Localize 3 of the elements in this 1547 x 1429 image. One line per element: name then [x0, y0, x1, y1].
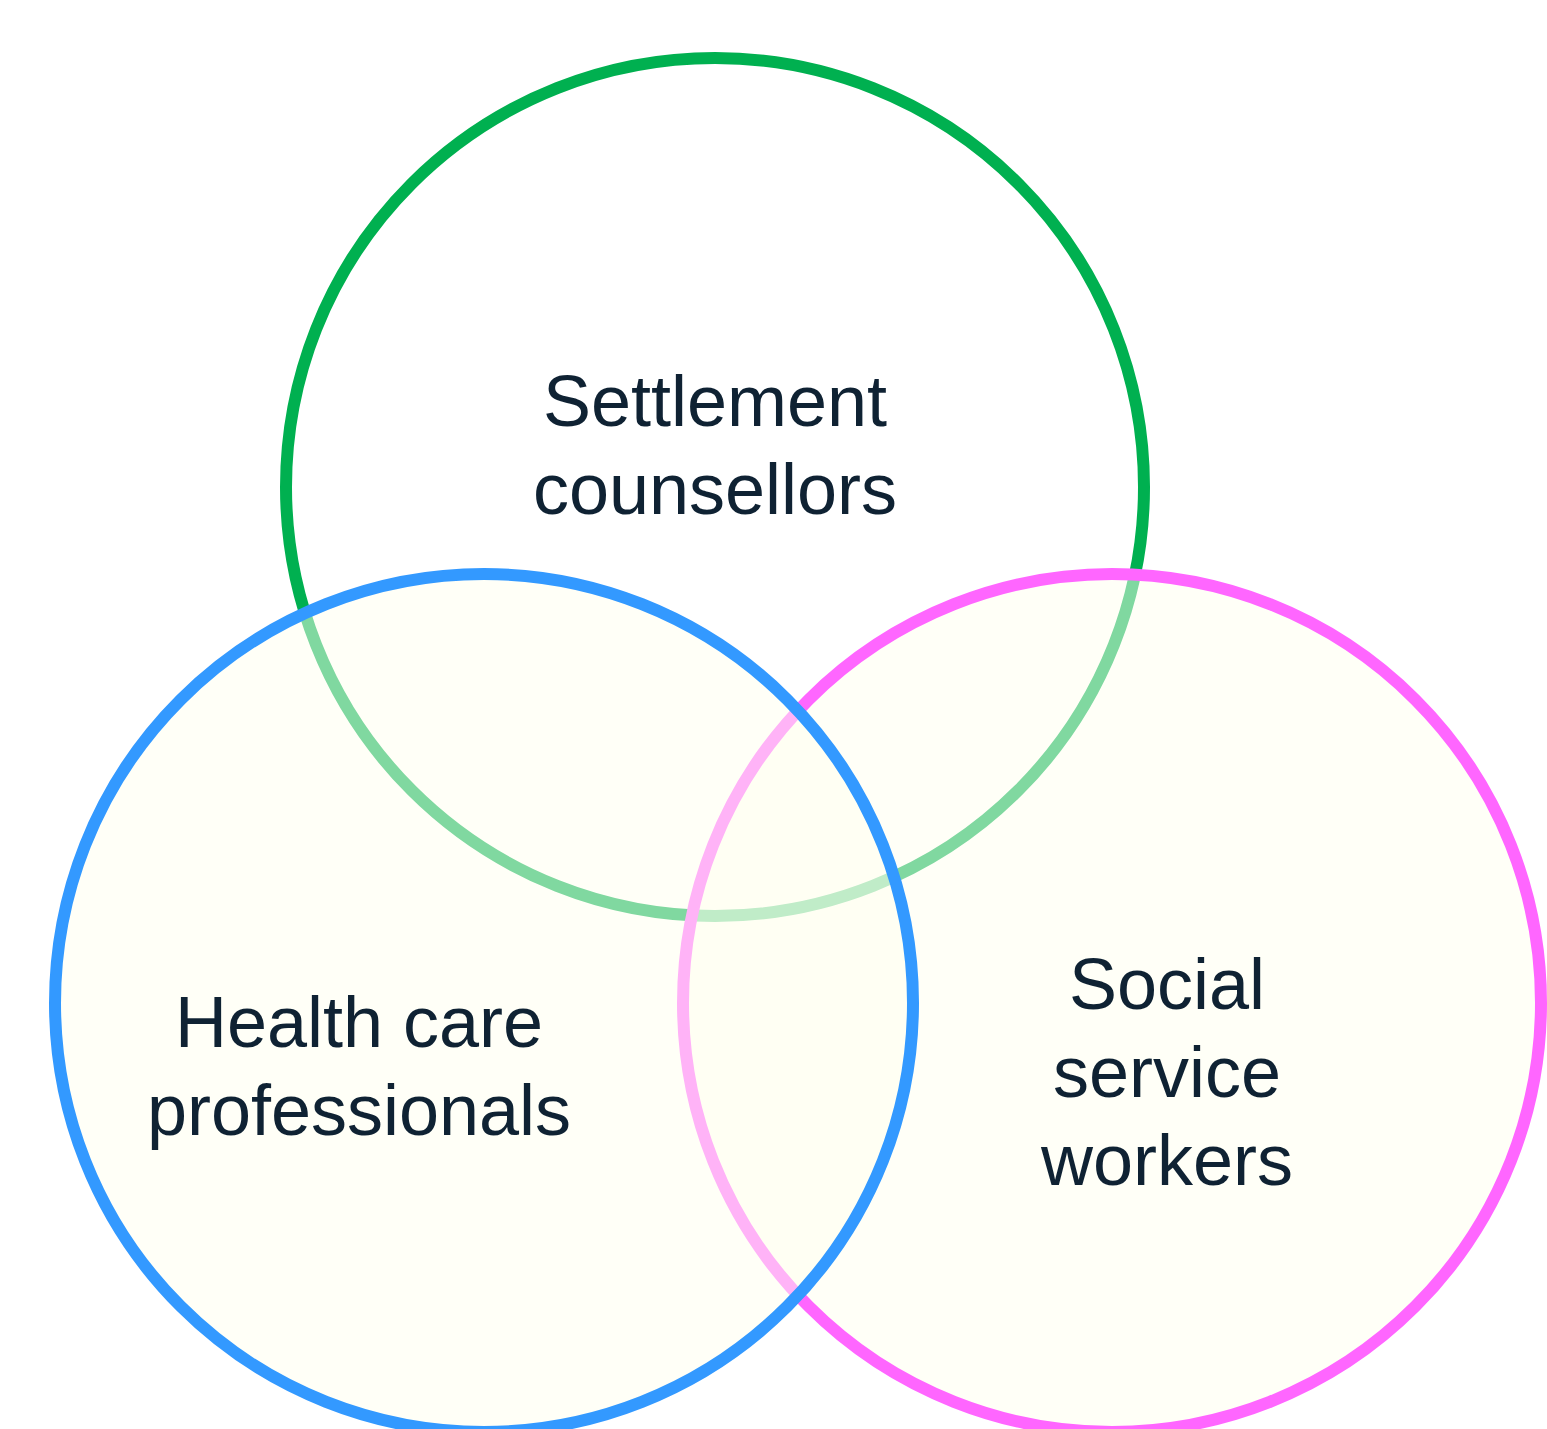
- set-label: Health care professionals: [145, 981, 573, 1152]
- set-label: Social service workers: [1039, 943, 1294, 1202]
- set-label: Settlement counsellors: [531, 360, 899, 531]
